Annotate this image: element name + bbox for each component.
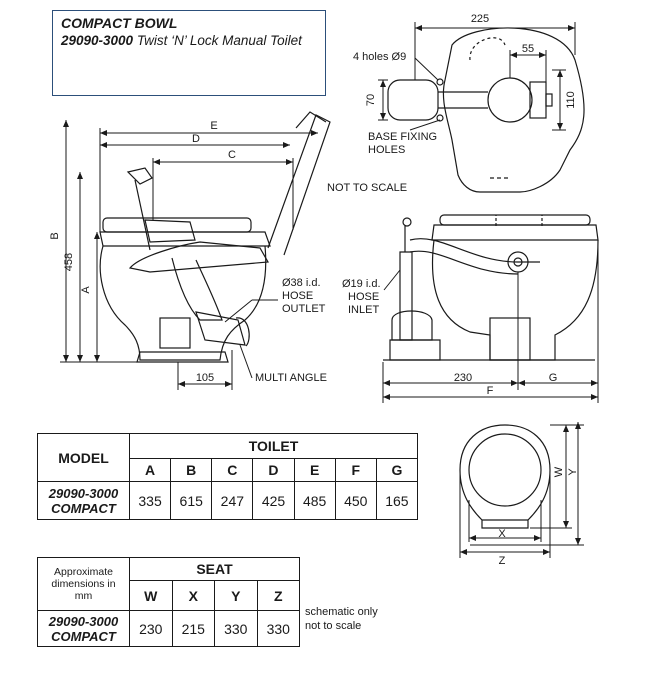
dim-D-label: D: [192, 133, 200, 145]
base-fixing-label-2: HOLES: [368, 144, 405, 156]
seat-dim-X-label: X: [498, 528, 506, 540]
model-number: 29090-3000: [48, 485, 119, 501]
seat-header: SEAT: [129, 557, 300, 581]
column-header: X: [171, 580, 215, 611]
approx-label-3: mm: [74, 590, 93, 602]
table-cell: 615: [170, 481, 213, 520]
dim-230-label: 230: [454, 372, 472, 384]
top-view-drawing: [387, 27, 585, 193]
column-header: G: [375, 458, 419, 482]
dim-F-label: F: [487, 385, 494, 397]
dim-105-label: 105: [196, 372, 214, 384]
approx-label-2: dimensions in: [51, 578, 116, 590]
model-header: MODEL: [37, 433, 130, 482]
part-number: 29090-3000: [61, 33, 134, 48]
dim-C-label: C: [228, 149, 236, 161]
table-cell: 450: [334, 481, 377, 520]
product-subtitle: 29090-3000 Twist ‘N’ Lock Manual Toilet: [61, 32, 317, 50]
seat-dim-Z-label: Z: [499, 555, 506, 567]
dim-E-label: E: [210, 120, 217, 132]
multi-angle-label: MULTI ANGLE: [255, 372, 327, 384]
column-header: C: [211, 458, 254, 482]
table-cell: 335: [128, 481, 172, 520]
front-view-drawing: [383, 214, 599, 361]
dim-A-label: A: [80, 286, 92, 294]
table-cell: 230: [129, 610, 173, 647]
toilet-header: TOILET: [129, 433, 418, 459]
base-fixing-label-1: BASE FIXING: [368, 131, 437, 143]
seat-dimensions: [459, 422, 584, 558]
approx-dimensions-cell: Approximate dimensions in mm: [37, 557, 130, 611]
table-cell: 485: [293, 481, 336, 520]
table-cell: 215: [171, 610, 215, 647]
model-name-cell: 29090-3000 COMPACT: [37, 481, 130, 520]
outlet-label-3: OUTLET: [282, 303, 326, 315]
column-header: Z: [256, 580, 300, 611]
column-header: B: [170, 458, 213, 482]
note-line-2: not to scale: [305, 620, 362, 632]
side-view-dimensions: [60, 120, 318, 390]
holes-label: 4 holes Ø9: [353, 51, 406, 63]
title-box: COMPACT BOWL 29090-3000 Twist ‘N’ Lock M…: [52, 10, 326, 96]
seat-dim-Y-label: Y: [567, 468, 579, 476]
table-cell: 425: [252, 481, 295, 520]
column-header: Y: [214, 580, 258, 611]
inlet-label-3: INLET: [348, 304, 379, 316]
model-name-cell: 29090-3000 COMPACT: [37, 610, 130, 647]
dim-70-label: 70: [365, 94, 377, 106]
approx-label-1: Approximate: [54, 566, 113, 578]
top-view-dimensions: [378, 22, 576, 131]
dim-458-label: 458: [63, 253, 75, 271]
model-type: COMPACT: [51, 628, 116, 644]
side-view-drawing: [99, 111, 331, 363]
seat-diagram: [459, 424, 551, 529]
seat-dim-W-label: W: [553, 466, 565, 477]
table-cell: 330: [214, 610, 258, 647]
seat-dimensions-table: Approximate dimensions in mm SEAT W X Y …: [37, 557, 300, 647]
column-header: E: [293, 458, 336, 482]
inlet-label-1: Ø19 i.d.: [342, 278, 381, 290]
column-header: W: [129, 580, 173, 611]
outlet-label-2: HOSE: [282, 290, 313, 302]
note-line-1: schematic only: [305, 606, 378, 618]
front-view-dimensions: [382, 240, 599, 403]
dim-B-label: B: [49, 232, 61, 239]
product-description: Twist ‘N’ Lock Manual Toilet: [136, 33, 302, 48]
table-cell: 247: [211, 481, 254, 520]
model-number: 29090-3000: [48, 613, 119, 629]
toilet-dimensions-table: MODEL TOILET A B C D E F G 29090-3000 CO…: [37, 433, 419, 520]
column-header: F: [334, 458, 377, 482]
table-cell: 330: [256, 610, 300, 647]
dim-110-label: 110: [565, 91, 577, 109]
model-type: COMPACT: [51, 500, 116, 516]
inlet-label-2: HOSE: [348, 291, 379, 303]
column-header: D: [252, 458, 295, 482]
column-header: A: [128, 458, 172, 482]
dim-G-label: G: [549, 372, 558, 384]
dim-55-label: 55: [522, 43, 534, 55]
table-cell: 165: [375, 481, 419, 520]
schematic-note: schematic only not to scale: [305, 605, 378, 633]
not-to-scale-label: NOT TO SCALE: [327, 182, 407, 194]
dim-225-label: 225: [471, 13, 489, 25]
product-title: COMPACT BOWL: [61, 15, 178, 31]
outlet-label-1: Ø38 i.d.: [282, 277, 321, 289]
